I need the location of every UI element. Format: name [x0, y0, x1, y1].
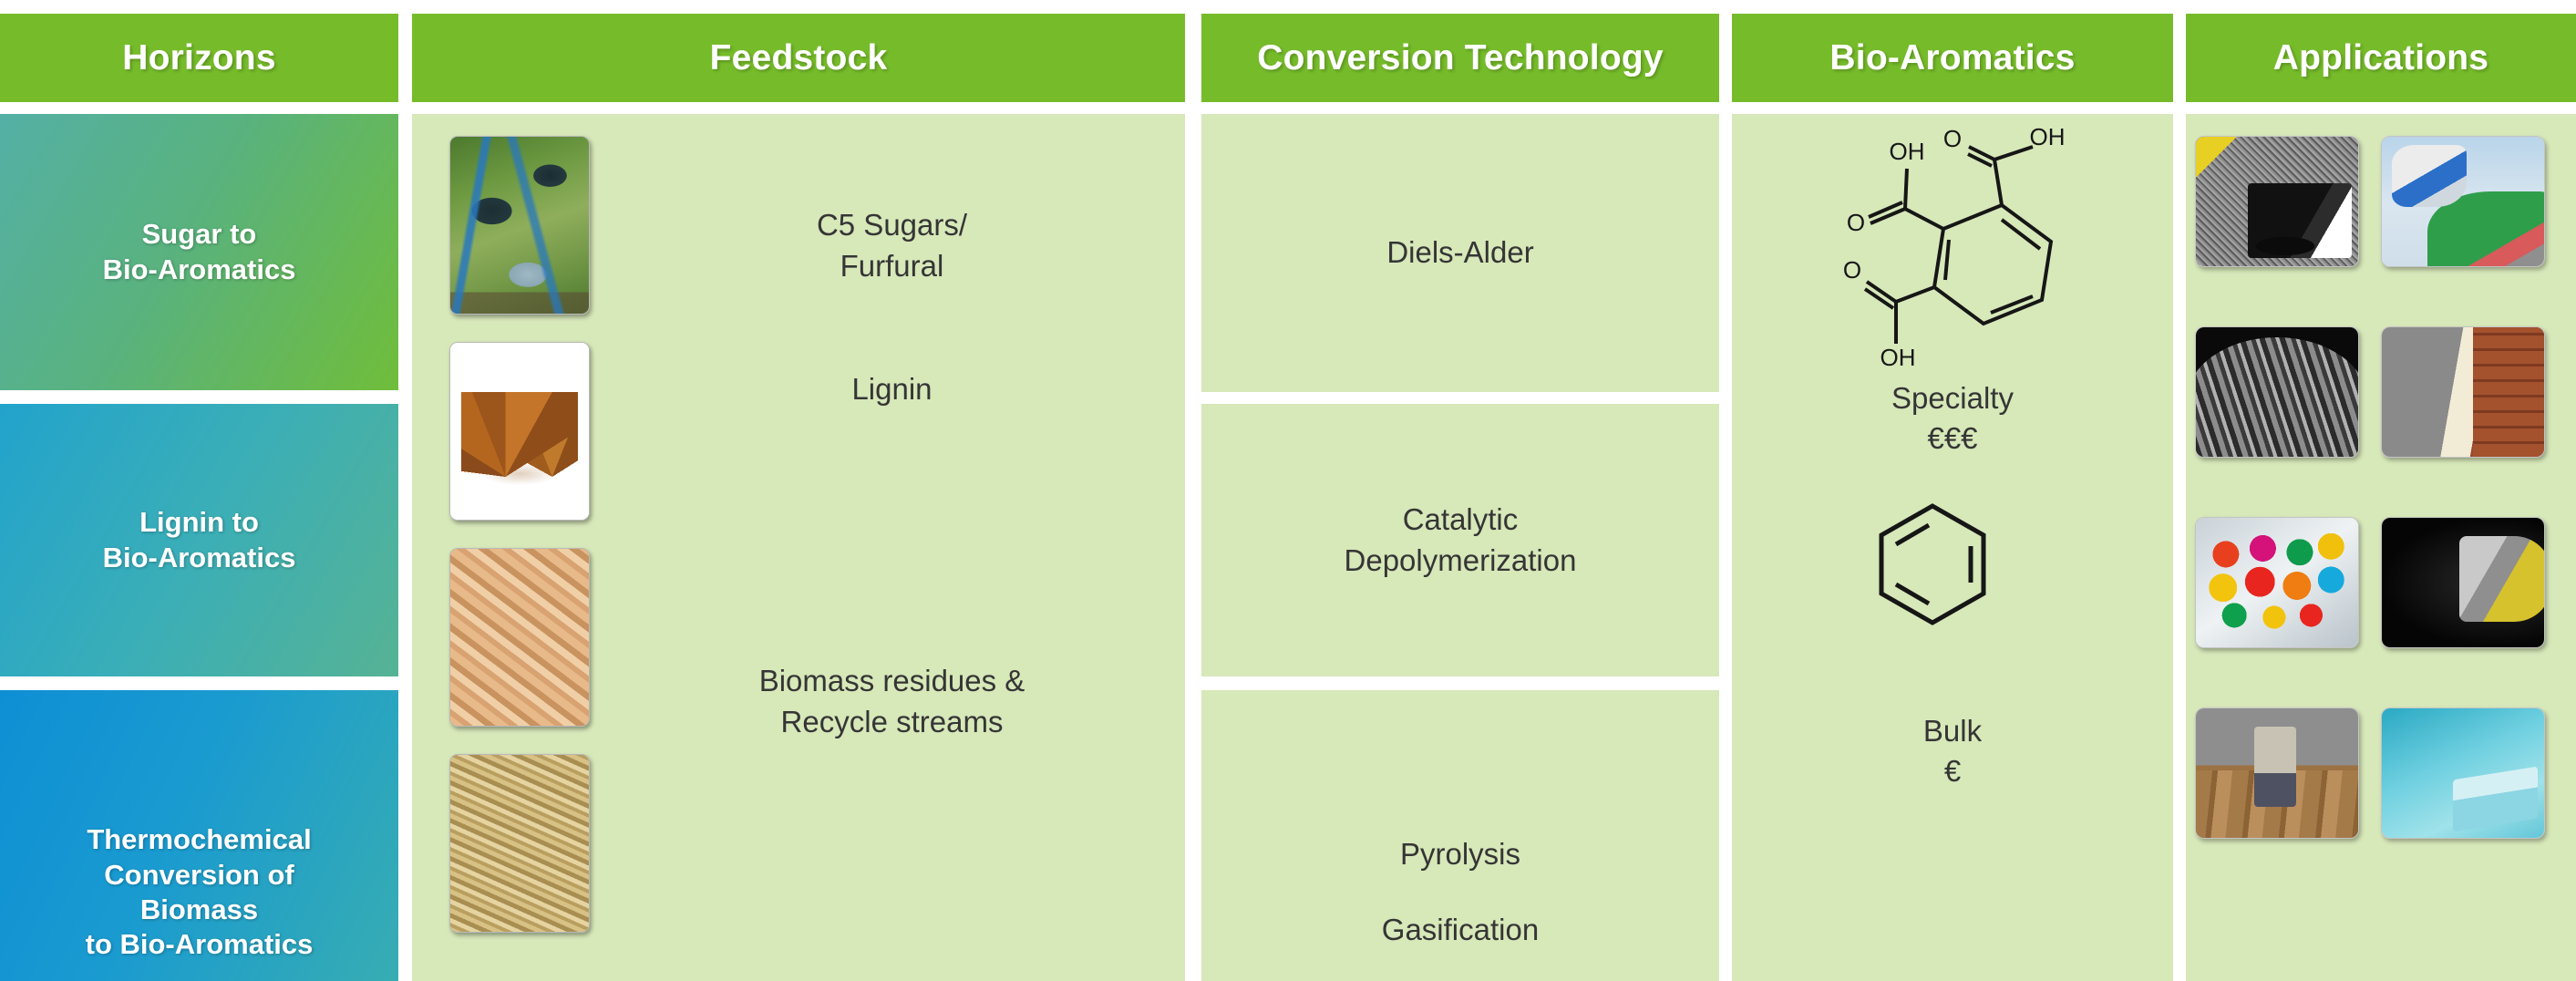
column-feedstock: Feedstock C5 Sugars/ Furfural [412, 0, 1185, 981]
atom-label-o-bottomleft: O [1843, 256, 1861, 284]
wastewater-treatment-plant-photo[interactable] [449, 136, 590, 315]
floor-coating-photo[interactable] [2195, 707, 2359, 839]
marine-coating-ship-photo-art [2382, 137, 2544, 266]
straw-residue-photo[interactable] [449, 754, 590, 933]
column-body-horizons: Sugar to Bio-Aromatics Lignin to Bio-Aro… [0, 114, 398, 981]
wastewater-treatment-plant-photo-art [450, 137, 589, 314]
column-header-conversion-technology: Conversion Technology [1201, 14, 1719, 102]
feedstock-label-c5-line2: Furfural [840, 248, 944, 283]
feedstock-label-c5-line1: C5 Sugars/ [816, 208, 968, 242]
horizon-lignin-line2: Bio-Aromatics [102, 541, 296, 573]
insulation-panel-photo[interactable] [2381, 326, 2545, 458]
bio-caption-specialty-name: Specialty [1891, 381, 2014, 415]
feedstock-panel: C5 Sugars/ Furfural Lignin Biomass resid… [412, 114, 1185, 981]
column-body-bio-aromatics: O OH OH O O OH Specialty €€€ [1732, 114, 2173, 981]
conversion-label-diels-alder: Diels-Alder [1386, 235, 1534, 270]
conversion-catalytic-line2: Depolymerization [1344, 542, 1577, 577]
brown-lignin-powder-photo-art [450, 343, 589, 520]
foam-board-photo-art [2382, 708, 2544, 838]
column-header-feedstock: Feedstock [412, 14, 1185, 102]
bio-aromatics-caption-specialty: Specialty €€€ [1732, 378, 2173, 459]
tire-tread-photo[interactable] [2195, 326, 2359, 458]
conversion-label-gasification: Gasification [1381, 913, 1540, 946]
column-header-applications: Applications [2186, 14, 2576, 102]
column-body-conversion-technology: Diels-Alder Catalytic Depolymerization P… [1201, 114, 1719, 981]
conversion-card-diels-alder[interactable]: Diels-Alder [1201, 114, 1719, 392]
horizon-card-sugar[interactable]: Sugar to Bio-Aromatics [0, 114, 398, 390]
horizon-lignin-line1: Lignin to [139, 506, 259, 539]
column-header-horizons: Horizons [0, 14, 398, 102]
brown-lignin-powder-photo[interactable] [449, 342, 590, 521]
bio-caption-bulk-name: Bulk [1922, 714, 1983, 748]
paint-cans-photo-art [2196, 518, 2358, 647]
horizon-card-thermochemical-text: Thermochemical Conversion of Biomass to … [86, 822, 314, 963]
paint-cans-photo[interactable] [2195, 517, 2359, 648]
horizon-sugar-line1: Sugar to [141, 218, 257, 251]
column-body-applications [2186, 114, 2576, 981]
horizon-sugar-line2: Bio-Aromatics [102, 253, 296, 285]
bio-caption-bulk-price: € [1943, 754, 1962, 789]
horizon-thermo-line1: Thermochemical [87, 823, 312, 856]
horizon-thermo-line4: to Bio-Aromatics [85, 928, 314, 961]
horizon-thermo-line3: Biomass [139, 893, 259, 925]
wood-chips-photo-art [450, 549, 589, 726]
wood-chips-photo[interactable] [449, 548, 590, 727]
floor-coating-photo-art [2196, 708, 2358, 838]
horizon-card-lignin-text: Lignin to Bio-Aromatics [103, 505, 296, 575]
bio-aromatics-panel: O OH OH O O OH Specialty €€€ [1732, 114, 2173, 981]
feedstock-label-lignin: Lignin [608, 369, 1176, 410]
conversion-card-pyrolysis-gasification[interactable]: Pyrolysis Gasification [1201, 690, 1719, 981]
feedstock-label-biomass-line2: Recycle streams [780, 704, 1004, 738]
tire-tread-photo-art [2196, 327, 2358, 457]
atom-label-oh-bottom: OH [1880, 344, 1916, 371]
bitumen-asphalt-photo-art [2196, 137, 2358, 266]
feedstock-label-c5-sugars: C5 Sugars/ Furfural [608, 205, 1176, 286]
insulation-panel-photo-art [2382, 327, 2544, 457]
trimellitic-acid-structure: O OH OH O O OH [1843, 123, 2066, 371]
foam-board-photo[interactable] [2381, 707, 2545, 839]
atom-label-o-midleft: O [1847, 209, 1865, 236]
horizon-thermo-line2: Conversion of [104, 858, 294, 891]
bio-caption-specialty-price: €€€ [1927, 421, 1978, 456]
feedstock-label-lignin-line1: Lignin [851, 372, 933, 406]
conversion-label-catalytic-depolymerization: Catalytic Depolymerization [1345, 500, 1577, 582]
feedstock-label-biomass-residues: Biomass residues & Recycle streams [608, 661, 1176, 742]
atom-label-oh-left: OH [1890, 138, 1925, 165]
column-header-bio-aromatics: Bio-Aromatics [1732, 14, 2173, 102]
bitumen-asphalt-photo[interactable] [2195, 136, 2359, 267]
horizon-card-lignin[interactable]: Lignin to Bio-Aromatics [0, 404, 398, 676]
atom-label-oh-top: OH [2030, 123, 2066, 150]
conversion-label-pyrolysis: Pyrolysis [1399, 837, 1521, 872]
conversion-catalytic-line1: Catalytic [1402, 501, 1519, 536]
resin-adhesive-photo-art [2382, 518, 2544, 647]
benzene-ring-structure [1879, 503, 1986, 625]
horizon-card-thermochemical[interactable]: Thermochemical Conversion of Biomass to … [0, 690, 398, 981]
column-applications: Applications [2186, 0, 2576, 981]
straw-residue-photo-art [450, 755, 589, 932]
atom-label-o-top: O [1943, 125, 1962, 152]
feedstock-label-biomass-line1: Biomass residues & [758, 664, 1025, 697]
marine-coating-ship-photo[interactable] [2381, 136, 2545, 267]
conversion-card-catalytic-depolymerization[interactable]: Catalytic Depolymerization [1201, 404, 1719, 676]
bio-aromatics-caption-bulk: Bulk € [1732, 711, 2173, 791]
resin-adhesive-photo[interactable] [2381, 517, 2545, 648]
applications-panel [2186, 114, 2576, 981]
column-horizons: Horizons Sugar to Bio-Aromatics Lignin t… [0, 0, 398, 981]
column-conversion-technology: Conversion Technology Diels-Alder Cataly… [1201, 0, 1719, 981]
horizon-card-sugar-text: Sugar to Bio-Aromatics [103, 217, 296, 287]
column-bio-aromatics: Bio-Aromatics [1732, 0, 2173, 981]
column-body-feedstock: C5 Sugars/ Furfural Lignin Biomass resid… [412, 114, 1185, 981]
